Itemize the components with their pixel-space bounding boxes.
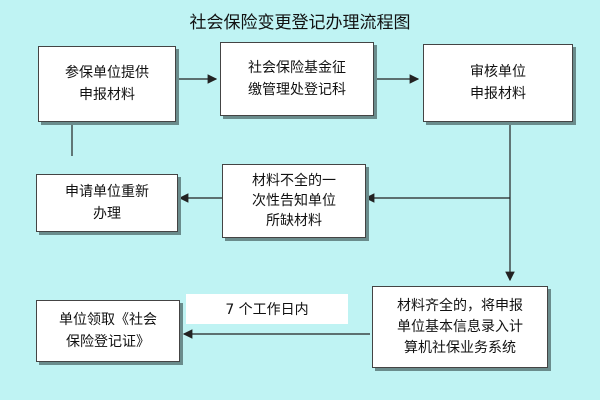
node-apply: 参保单位提供 申报材料 bbox=[38, 46, 176, 122]
node-notify: 材料不全的一 次性告知单位 所缺材料 bbox=[222, 164, 366, 238]
node-review: 审核单位 申报材料 bbox=[423, 44, 573, 122]
node-reapply: 申请单位重新 办理 bbox=[36, 174, 178, 232]
diagram-title: 社会保险变更登记办理流程图 bbox=[189, 13, 411, 33]
node-complete: 材料齐全的，将申报 单位基本信息录入计 算机社保业务系统 bbox=[372, 286, 548, 368]
node-collect: 单位领取《社会 保险登记证》 bbox=[36, 300, 180, 362]
node-register: 社会保险基金征 缴管理处登记科 bbox=[220, 42, 374, 116]
time-limit-note: 7 个工作日内 bbox=[186, 294, 348, 324]
